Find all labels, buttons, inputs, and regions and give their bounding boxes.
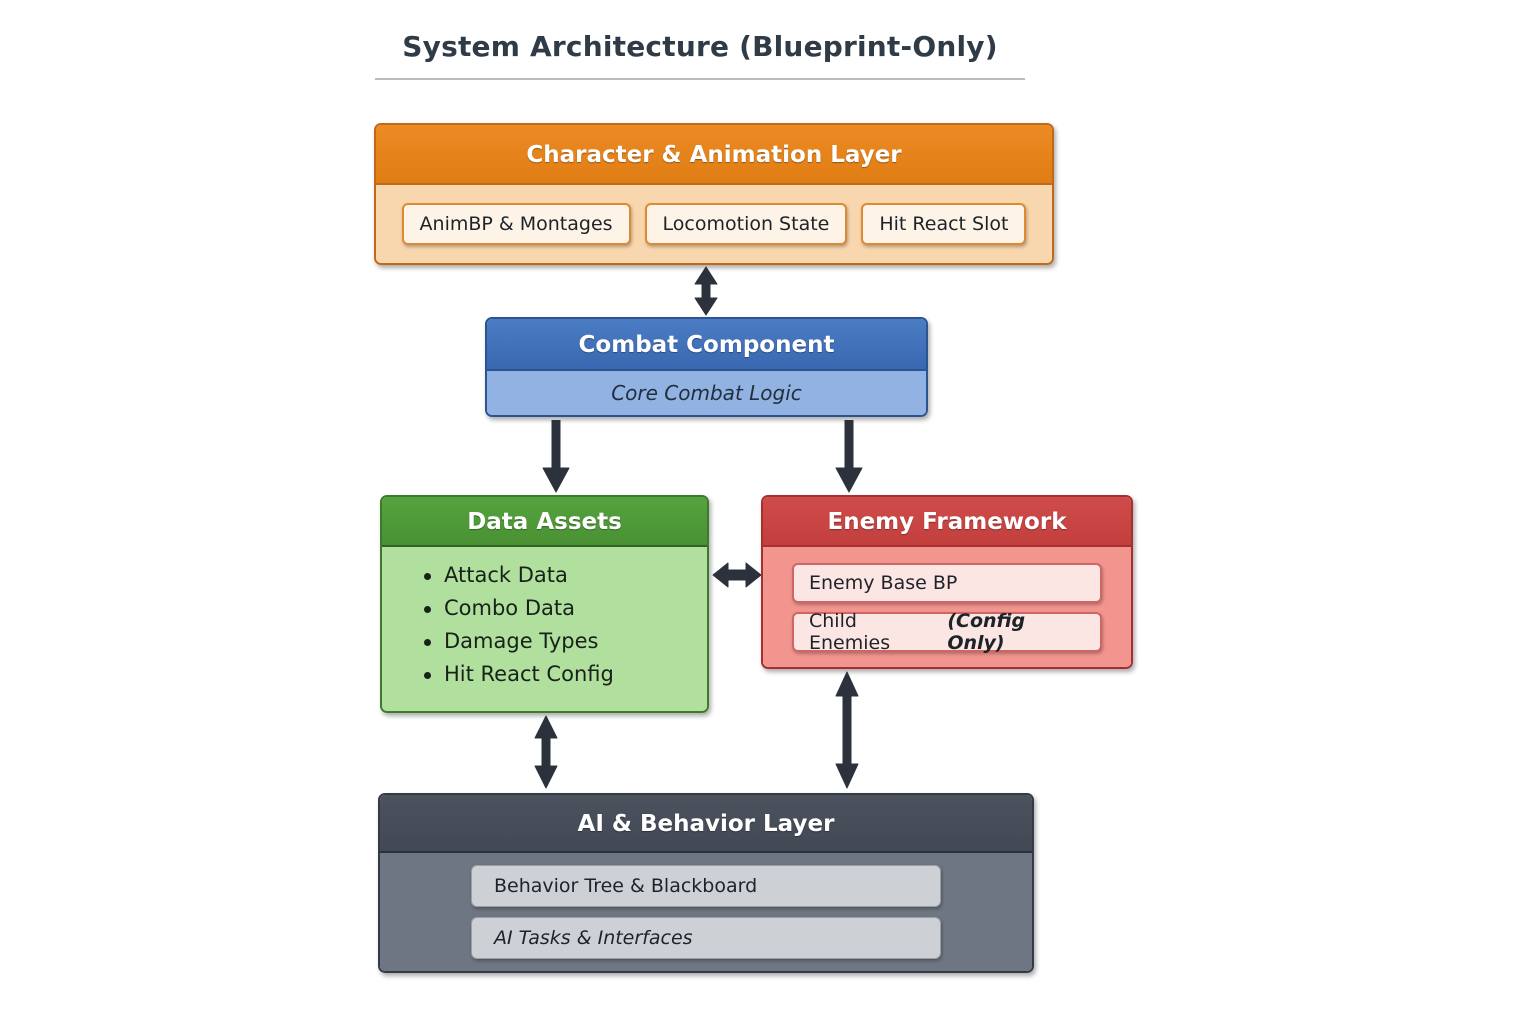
combat-component-card[interactable]: Combat Component Core Combat Logic bbox=[485, 317, 928, 417]
list-item: Hit React Config bbox=[424, 658, 707, 691]
data-assets-title: Data Assets bbox=[382, 497, 707, 547]
chip-label: Behavior Tree & Blackboard bbox=[494, 875, 758, 897]
chip-label: AI Tasks & Interfaces bbox=[494, 927, 693, 949]
chip-label: Child Enemies bbox=[809, 609, 891, 654]
data-assets-card[interactable]: Data Assets Attack Data Combo Data Damag… bbox=[380, 495, 709, 713]
enemy-framework-title: Enemy Framework bbox=[763, 497, 1131, 547]
chip-locomotion-state[interactable]: Locomotion State bbox=[644, 203, 848, 245]
ai-behavior-layer-title: AI & Behavior Layer bbox=[380, 795, 1032, 853]
chip-label: Locomotion State bbox=[662, 213, 830, 235]
chip-label: AnimBP & Montages bbox=[419, 213, 613, 235]
connector-combat-to-data-assets bbox=[539, 420, 573, 494]
connector-enemy-to-ai bbox=[831, 670, 863, 790]
title-divider bbox=[375, 77, 1025, 80]
chip-child-enemies[interactable]: Child Enemies (Config Only) bbox=[792, 609, 1102, 654]
page-title: System Architecture (Blueprint-Only) bbox=[402, 30, 998, 63]
connector-character-to-combat bbox=[690, 265, 722, 317]
chip-behavior-tree-blackboard[interactable]: Behavior Tree & Blackboard bbox=[471, 865, 941, 907]
chip-ai-tasks-interfaces[interactable]: AI Tasks & Interfaces bbox=[471, 917, 941, 959]
connector-data-assets-to-enemy bbox=[712, 558, 762, 592]
title-block: System Architecture (Blueprint-Only) bbox=[375, 30, 1025, 80]
connector-combat-to-enemy bbox=[832, 420, 866, 494]
list-item: Combo Data bbox=[424, 592, 707, 625]
chip-hit-react-slot[interactable]: Hit React Slot bbox=[861, 203, 1027, 245]
ai-behavior-layer-card[interactable]: AI & Behavior Layer Behavior Tree & Blac… bbox=[378, 793, 1034, 973]
data-assets-body: Attack Data Combo Data Damage Types Hit … bbox=[382, 547, 707, 711]
chip-note: (Config Only) bbox=[947, 609, 1026, 654]
data-assets-list: Attack Data Combo Data Damage Types Hit … bbox=[382, 559, 707, 691]
chip-label: Enemy Base BP bbox=[809, 571, 958, 594]
character-animation-layer-title: Character & Animation Layer bbox=[376, 125, 1052, 185]
chip-label: Hit React Slot bbox=[879, 213, 1009, 235]
connector-data-assets-to-ai bbox=[530, 714, 562, 790]
character-animation-layer-card[interactable]: Character & Animation Layer AnimBP & Mon… bbox=[374, 123, 1054, 265]
list-item: Attack Data bbox=[424, 559, 707, 592]
list-item: Damage Types bbox=[424, 625, 707, 658]
chip-animbp-montages[interactable]: AnimBP & Montages bbox=[401, 203, 631, 245]
chip-enemy-base-bp[interactable]: Enemy Base BP bbox=[792, 562, 1102, 603]
ai-behavior-layer-body: Behavior Tree & Blackboard AI Tasks & In… bbox=[380, 853, 1032, 971]
enemy-framework-body: Enemy Base BP Child Enemies (Config Only… bbox=[763, 547, 1131, 667]
combat-component-title: Combat Component bbox=[487, 319, 926, 371]
combat-component-subtitle: Core Combat Logic bbox=[487, 371, 926, 415]
character-animation-layer-body: AnimBP & Montages Locomotion State Hit R… bbox=[376, 185, 1052, 263]
enemy-framework-card[interactable]: Enemy Framework Enemy Base BP Child Enem… bbox=[761, 495, 1133, 669]
